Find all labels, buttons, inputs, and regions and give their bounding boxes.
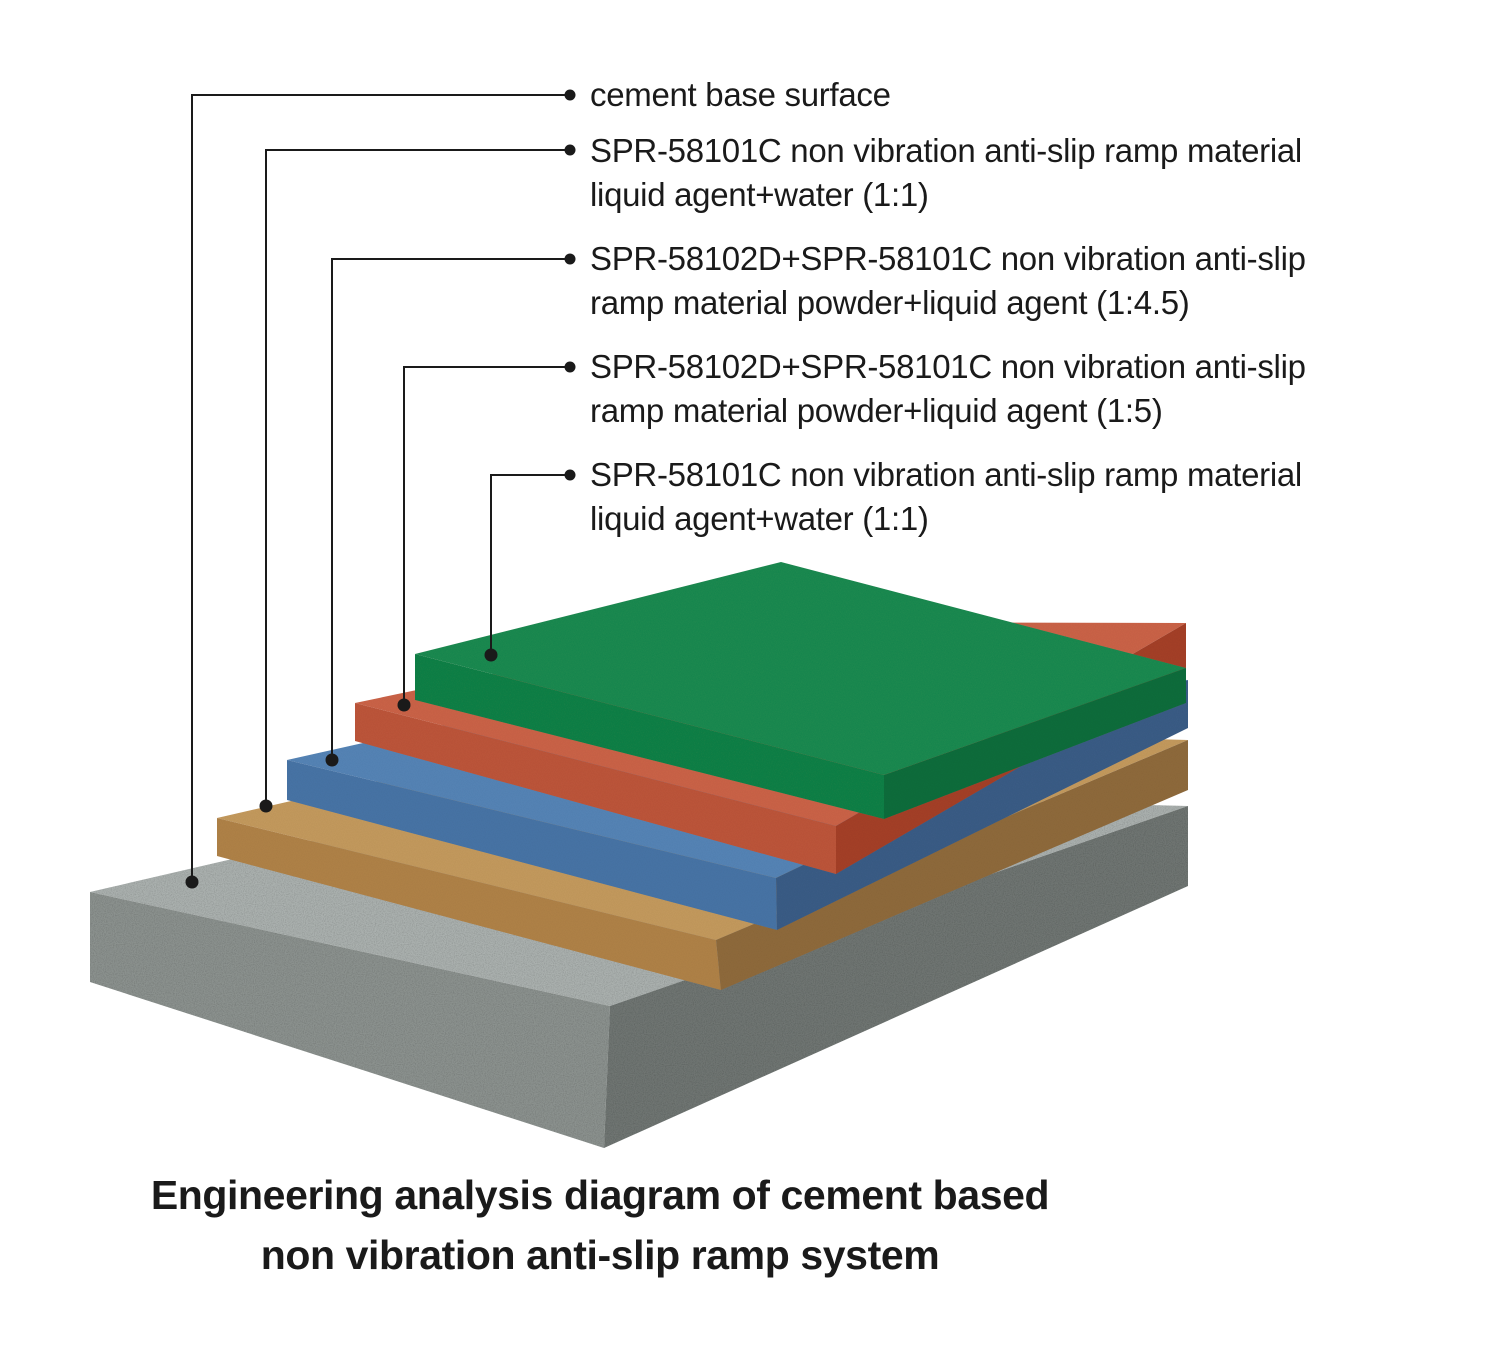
label-dot-layer-4 xyxy=(564,469,576,481)
diagram-caption-line-1: Engineering analysis diagram of cement b… xyxy=(150,1172,1050,1218)
target-dot-layer-4 xyxy=(484,648,498,662)
layer-4-front xyxy=(415,654,884,819)
leader-line-layer-1 xyxy=(265,149,570,806)
layer-1-front xyxy=(217,818,721,990)
leader-line-layer-3 xyxy=(403,366,570,705)
label-layer-4-line-1: SPR-58101C non vibration anti-slip ramp … xyxy=(590,456,1302,493)
label-layer-4-line-2: liquid agent+water (1:1) xyxy=(590,500,929,537)
leader-lines xyxy=(191,94,570,882)
leader-dots xyxy=(185,89,576,889)
callout-labels: cement base surface SPR-58101C non vibra… xyxy=(590,76,1306,537)
target-dot-layer-1 xyxy=(259,799,273,813)
leader-line-layer-2 xyxy=(331,258,570,760)
target-dot-layer-3 xyxy=(397,698,411,712)
label-layer-1-line-2: liquid agent+water (1:1) xyxy=(590,176,929,213)
label-dot-layer-3 xyxy=(564,361,576,373)
target-dot-cement-base xyxy=(185,875,199,889)
label-cement-base-line-1: cement base surface xyxy=(590,76,891,113)
cement-base-side xyxy=(604,806,1188,1148)
label-dot-layer-1 xyxy=(564,144,576,156)
label-layer-2-line-1: SPR-58102D+SPR-58101C non vibration anti… xyxy=(590,240,1306,277)
layer-1-side xyxy=(716,740,1188,990)
layer-4-top xyxy=(415,562,1186,775)
target-dot-layer-2 xyxy=(325,753,339,767)
label-layer-3-line-1: SPR-58102D+SPR-58101C non vibration anti… xyxy=(590,348,1306,385)
layer-2-side xyxy=(776,680,1188,930)
layer-2-front xyxy=(287,760,777,930)
layer-4-slab xyxy=(415,562,1186,819)
layer-3-front xyxy=(355,703,836,874)
layer-4-side xyxy=(884,668,1186,819)
label-layer-3-line-2: ramp material powder+liquid agent (1:5) xyxy=(590,392,1163,429)
diagram-caption-line-2: non vibration anti-slip ramp system xyxy=(260,1232,940,1278)
leader-line-cement-base xyxy=(191,94,570,882)
label-layer-1-line-1: SPR-58101C non vibration anti-slip ramp … xyxy=(590,132,1302,169)
cement-base-front xyxy=(90,892,610,1148)
label-dot-layer-2 xyxy=(564,253,576,265)
leader-line-layer-4 xyxy=(490,474,570,655)
label-layer-2-line-2: ramp material powder+liquid agent (1:4.5… xyxy=(590,284,1189,321)
label-dot-cement-base xyxy=(564,89,576,101)
